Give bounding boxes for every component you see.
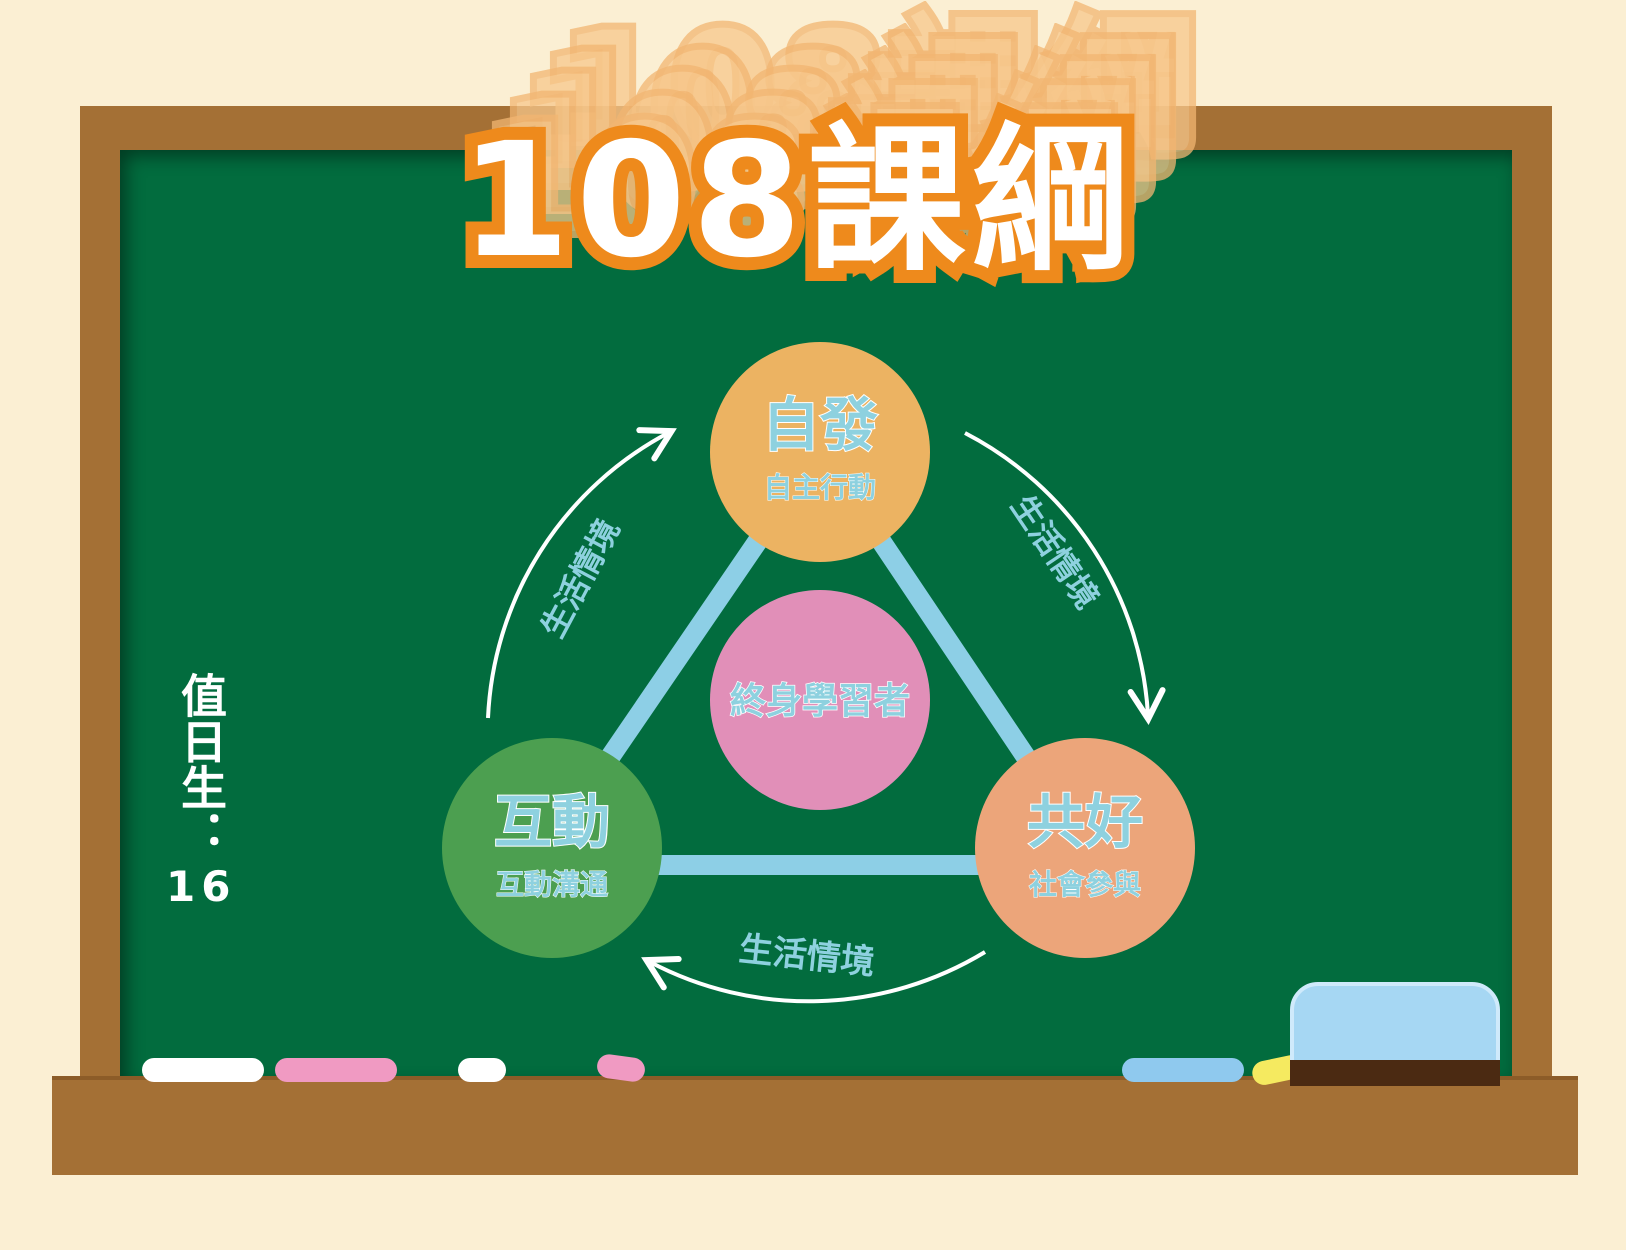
node-title: 自發 bbox=[762, 391, 878, 459]
title-ghost: 108課綱 bbox=[553, 0, 1204, 182]
node-title: 互動 bbox=[494, 788, 610, 856]
duty-student-note: 值日生 ： 16 bbox=[166, 672, 236, 912]
title-shadow-stack: 108課綱 108課綱 108課綱 108課綱 108課綱 bbox=[470, 0, 1230, 320]
center-circle bbox=[710, 590, 930, 810]
cycle-arrow-bottom bbox=[641, 950, 987, 1004]
chalk-white bbox=[142, 1058, 264, 1082]
node-autonomy: 自發 自主行動 bbox=[710, 342, 930, 562]
center-label: 終身學習者 bbox=[730, 681, 910, 722]
chalk-blue bbox=[1122, 1058, 1244, 1082]
chalkboard-eraser bbox=[1290, 982, 1500, 1072]
node-common-good: 共好 社會參與 bbox=[975, 738, 1195, 958]
title-ghost: 108課綱 bbox=[475, 86, 1126, 274]
chalk-ledge bbox=[52, 1080, 1578, 1175]
arrow-label-left: 生活情境 bbox=[534, 513, 628, 644]
title-ghost: 108課綱 bbox=[513, 38, 1164, 226]
node-subtitle: 自主行動 bbox=[764, 471, 876, 504]
title-ghost: 108課綱 bbox=[493, 62, 1144, 250]
cycle-arrow-left bbox=[486, 427, 677, 719]
arrow-label-bottom: 生活情境 bbox=[737, 929, 876, 983]
duty-label: 值日生 bbox=[174, 672, 228, 810]
eraser-felt bbox=[1290, 1060, 1500, 1086]
duty-number: 16 bbox=[166, 862, 237, 911]
title-ghost: 108課綱 bbox=[533, 16, 1184, 204]
arrow-label-right: 生活情境 bbox=[1003, 488, 1106, 615]
node-interaction: 互動 互動溝通 bbox=[442, 738, 662, 958]
node-circle bbox=[710, 342, 930, 562]
duty-colon: ： bbox=[174, 810, 228, 856]
page-title: 108課綱 bbox=[447, 109, 1143, 293]
chalk-white-short bbox=[458, 1058, 506, 1082]
node-circle bbox=[442, 738, 662, 958]
chalk-pink bbox=[275, 1058, 397, 1082]
node-subtitle: 互動溝通 bbox=[496, 868, 608, 901]
node-circle bbox=[975, 738, 1195, 958]
node-subtitle: 社會參與 bbox=[1029, 868, 1141, 901]
node-title: 共好 bbox=[1027, 788, 1143, 856]
cycle-arrow-right bbox=[964, 431, 1166, 726]
